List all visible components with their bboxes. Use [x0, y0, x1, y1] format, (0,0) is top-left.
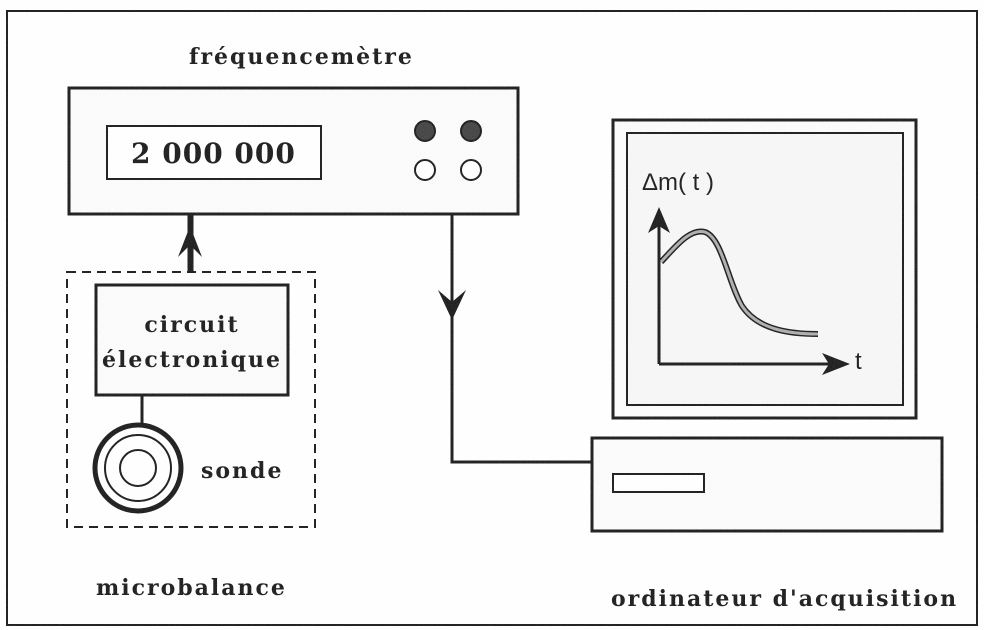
disk-slot — [612, 473, 705, 493]
electronic-circuit-box — [94, 283, 290, 397]
screen-xlabel: t — [855, 348, 862, 375]
circuit-label-line2: électronique — [102, 347, 282, 373]
computer-unit: ordinateur d'acquisition — [590, 436, 958, 612]
frequency-meter-title: fréquencemètre — [189, 44, 414, 70]
computer-label: ordinateur d'acquisition — [611, 586, 958, 612]
frequency-display-value: 2 000 000 — [131, 137, 296, 170]
knob-top-left — [414, 120, 436, 142]
screen-ylabel: Δm( t ) — [642, 169, 714, 196]
probe-core — [119, 449, 157, 487]
knob-top-right — [460, 120, 482, 142]
microbalance-label: microbalance — [96, 575, 287, 601]
circuit-label-line1: circuit — [144, 312, 239, 338]
monitor: Δm( t ) t — [611, 118, 918, 420]
probe-label: sonde — [201, 458, 283, 484]
knob-bottom-left — [414, 159, 436, 181]
knob-bottom-right — [460, 159, 482, 181]
